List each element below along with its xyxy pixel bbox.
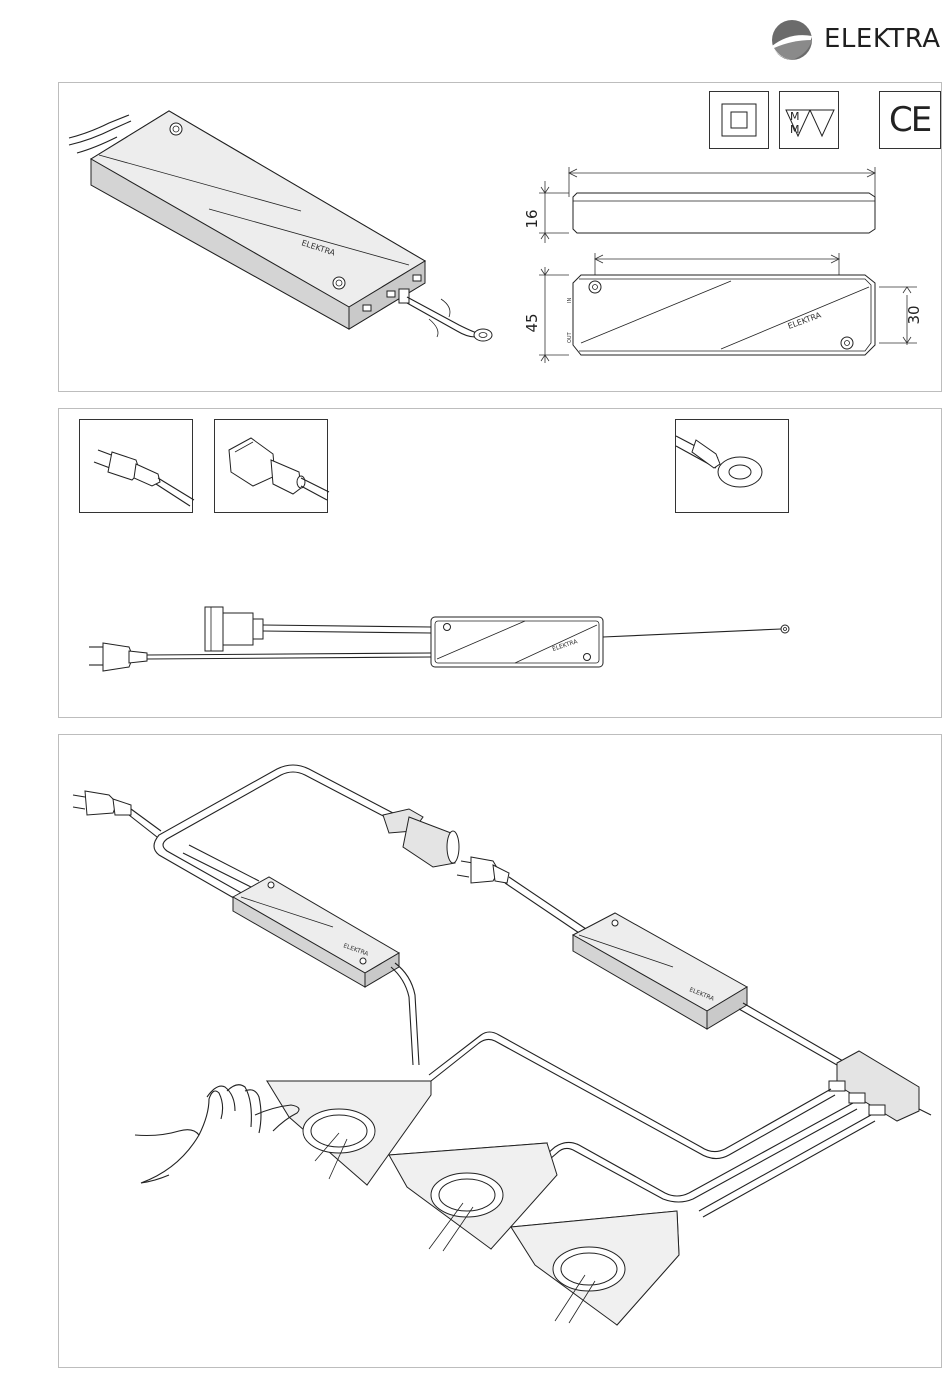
- double-insulation-icon: [710, 92, 770, 150]
- socket-connector-icon: [215, 420, 329, 514]
- mm-furniture-mark: M M: [779, 91, 839, 149]
- euro-plug-thumbnail: [79, 419, 193, 513]
- mm-mark-text: M M: [790, 110, 838, 136]
- components-panel: ELEKTRA: [58, 408, 942, 718]
- dimension-drawings: 16 ELEKTRA IN OUT 45 30: [521, 163, 921, 383]
- width-dimension-label: 45: [523, 313, 541, 332]
- brand-name: ELEKTRA: [824, 24, 941, 54]
- port-in-label: IN: [567, 298, 573, 303]
- port-out-label: OUT: [567, 331, 573, 343]
- elektra-swirl-icon: [768, 18, 818, 68]
- socket-connector-thumbnail: [214, 419, 328, 513]
- height-dimension-label: 16: [523, 209, 541, 228]
- device-isometric-drawing: ELEKTRA: [69, 93, 509, 373]
- product-overview-panel: ELEKTRA M M CE: [58, 82, 942, 392]
- ce-mark-text: CE: [889, 100, 930, 140]
- installation-example-panel: ELEKTRA ELEKTRA: [58, 734, 942, 1368]
- wiring-overview-drawing: ELEKTRA: [85, 599, 845, 689]
- euro-plug-icon: [80, 420, 194, 514]
- installation-scene-drawing: ELEKTRA ELEKTRA: [59, 735, 939, 1365]
- touch-sensor-thumbnail: [675, 419, 789, 513]
- brand-logo: ELEKTRA: [768, 14, 948, 64]
- touch-ring-sensor-icon: [676, 420, 790, 514]
- ce-mark: CE: [879, 91, 941, 149]
- double-insulation-mark: [709, 91, 769, 149]
- hole-spacing-label: 30: [905, 305, 923, 324]
